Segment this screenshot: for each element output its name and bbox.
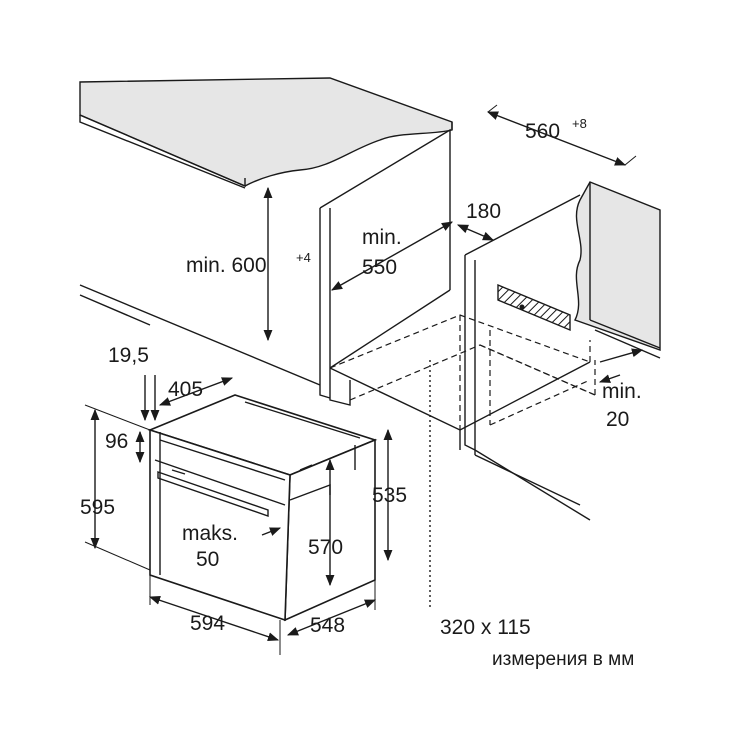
label-19-5: 19,5	[108, 344, 149, 367]
label-depth-min: min.	[362, 226, 402, 249]
label-96: 96	[105, 430, 128, 453]
label-570: 570	[308, 536, 343, 559]
label-cutout-320x115: 320 x 115	[440, 616, 531, 639]
vent-cutout	[497, 283, 571, 332]
label-595: 595	[80, 496, 115, 519]
worktop	[79, 77, 453, 189]
label-gap-20: 20	[606, 408, 629, 431]
label-594: 594	[190, 612, 225, 635]
label-maks: maks.	[182, 522, 238, 545]
dimension-lines	[84, 104, 644, 655]
label-560: 560	[525, 120, 560, 143]
label-548: 548	[310, 614, 345, 637]
label-depth-550: 550	[362, 256, 397, 279]
label-units-note: измерения в мм	[492, 649, 634, 670]
hidden-lines	[329, 314, 596, 430]
label-180: 180	[466, 200, 501, 223]
label-maks-50: 50	[196, 548, 219, 571]
label-560-tolerance: +8	[572, 116, 587, 131]
oven	[147, 394, 378, 622]
label-gap-min: min.	[602, 380, 642, 403]
label-600: min. 600	[186, 254, 267, 277]
dimension-labels: 560 +8 min. 600 +4 min. 550 180 min. 20 …	[80, 116, 642, 670]
right-cabinet-panel	[574, 181, 661, 351]
label-600-tolerance: +4	[296, 250, 311, 265]
label-535: 535	[372, 484, 407, 507]
label-405: 405	[168, 378, 203, 401]
